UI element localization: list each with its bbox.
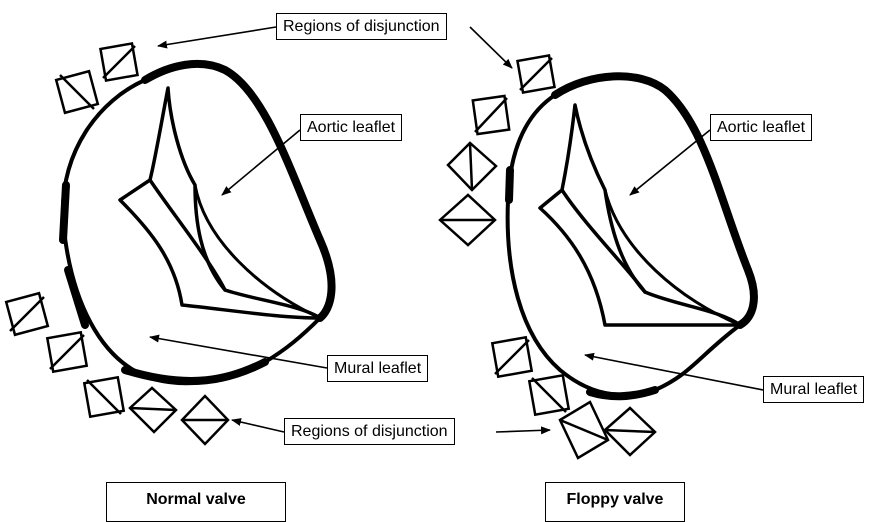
label-aortic-leaflet-left: Aortic leaflet — [300, 114, 402, 141]
normal-thick-segment-left1 — [63, 185, 66, 240]
floppy-marker-5 — [492, 337, 531, 376]
floppy-thick-segment-left — [509, 170, 510, 200]
floppy-marker-7 — [560, 402, 608, 458]
floppy-thick-segment-bottom — [590, 390, 655, 396]
arrow-disjunction-top-right — [470, 27, 512, 68]
floppy-aortic-inner — [562, 190, 645, 292]
normal-marker-5 — [84, 377, 123, 416]
floppy-mural-inner — [605, 190, 740, 325]
normal-valve-drawing — [63, 64, 332, 383]
label-regions-of-disjunction-bottom: Regions of disjunction — [284, 418, 455, 445]
normal-marker-2 — [56, 71, 98, 113]
normal-thick-segment-top — [145, 64, 332, 318]
normal-thick-segment-bottom — [125, 362, 265, 381]
floppy-marker-1 — [517, 55, 554, 92]
arrow-disjunction-top-left — [158, 27, 276, 46]
arrow-disjunction-bottom-left — [232, 420, 284, 432]
arrow-disjunction-bottom-right — [496, 430, 550, 432]
label-mural-leaflet-left: Mural leaflet — [327, 355, 428, 382]
label-aortic-leaflet-right: Aortic leaflet — [710, 114, 812, 141]
normal-marker-1 — [100, 43, 137, 80]
floppy-marker-3 — [448, 143, 496, 190]
normal-marker-7 — [182, 396, 228, 444]
normal-marker-4 — [47, 332, 86, 371]
normal-thick-segment-left2 — [68, 270, 85, 325]
normal-marker-3 — [6, 293, 48, 335]
arrow-mural-left — [150, 337, 327, 368]
label-mural-leaflet-right: Mural leaflet — [763, 376, 864, 403]
floppy-marker-4 — [440, 195, 495, 245]
arrow-aortic-right — [630, 130, 710, 195]
normal-marker-6 — [130, 388, 176, 432]
normal-aortic-inner — [150, 180, 225, 290]
floppy-marker-8 — [605, 408, 655, 455]
caption-floppy-valve: Floppy valve — [545, 482, 685, 522]
floppy-marker-6 — [529, 375, 568, 414]
arrow-mural-right — [585, 355, 763, 390]
floppy-marker-2 — [473, 96, 509, 134]
caption-normal-valve: Normal valve — [106, 482, 286, 522]
label-regions-of-disjunction-top: Regions of disjunction — [276, 13, 447, 40]
